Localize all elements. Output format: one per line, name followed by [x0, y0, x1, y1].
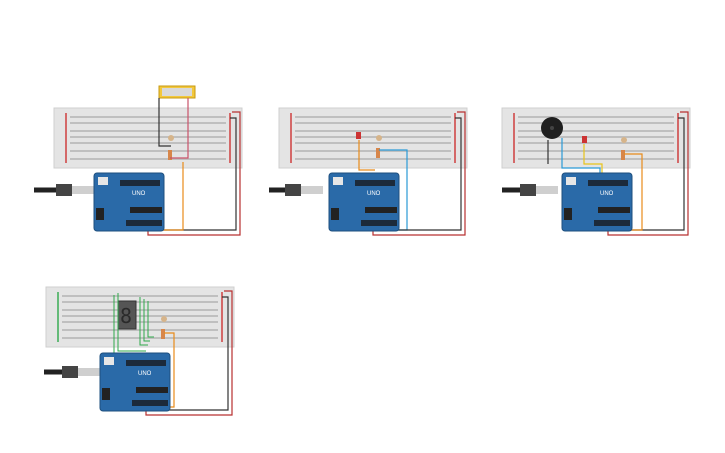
wire-orange[interactable] — [156, 162, 184, 231]
circuit-4[interactable]: 8 — [22, 265, 252, 430]
circuit-2[interactable]: UNO — [255, 80, 485, 245]
board-label: UNO — [138, 371, 152, 377]
svg-text:8: 8 — [120, 304, 132, 328]
wire-black[interactable] — [604, 117, 685, 231]
wire-black[interactable] — [142, 296, 229, 411]
wire-red[interactable] — [372, 111, 466, 236]
arduino-uno[interactable]: UNO — [93, 172, 165, 232]
usb-cable — [502, 184, 558, 196]
wire-orange[interactable] — [358, 140, 375, 171]
piezo-buzzer[interactable] — [541, 117, 563, 139]
usb-cable — [44, 366, 100, 378]
breadboard[interactable] — [501, 107, 691, 169]
wire-red[interactable] — [147, 111, 241, 236]
wire-black-2[interactable] — [146, 117, 237, 231]
usb-cable — [34, 184, 94, 196]
resistor[interactable] — [161, 316, 167, 339]
board-label: UNO — [600, 191, 614, 197]
board-label: UNO — [367, 191, 381, 197]
seven-segment-display[interactable]: 8 — [117, 300, 137, 330]
arduino-uno[interactable]: UNO — [99, 352, 171, 412]
wire-black[interactable] — [158, 98, 171, 147]
wire-blue[interactable] — [561, 138, 601, 175]
resistor[interactable] — [621, 137, 627, 160]
circuit-1[interactable]: UNO — [30, 80, 260, 245]
arduino-uno[interactable]: UNO — [561, 172, 633, 232]
led[interactable] — [582, 136, 587, 143]
board-label: UNO — [132, 191, 146, 197]
circuit-3[interactable]: UNO — [478, 80, 708, 245]
led[interactable] — [356, 132, 361, 139]
arduino-uno[interactable]: UNO — [328, 172, 400, 232]
wire-red[interactable] — [145, 290, 233, 416]
usb-cable — [269, 184, 323, 196]
wire-black[interactable] — [371, 117, 462, 231]
breadboard[interactable] — [53, 107, 243, 169]
wire-pink[interactable] — [170, 98, 189, 159]
resistor[interactable] — [376, 135, 382, 158]
resistor[interactable] — [168, 135, 174, 160]
sensor-module[interactable] — [158, 85, 196, 99]
wire-red[interactable] — [607, 111, 689, 236]
breadboard[interactable] — [278, 107, 468, 169]
wire-yellow[interactable] — [583, 144, 603, 175]
